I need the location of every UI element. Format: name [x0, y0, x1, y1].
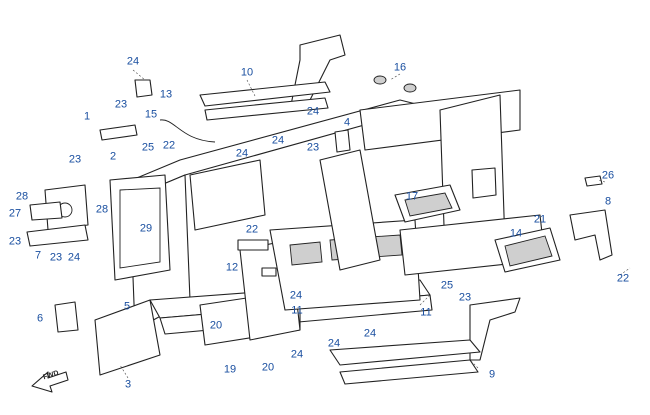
- callout-28[interactable]: 28: [95, 203, 109, 216]
- callout-11[interactable]: 11: [291, 304, 303, 317]
- callout-22[interactable]: 22: [245, 223, 259, 236]
- callout-5[interactable]: 5: [123, 300, 131, 313]
- callout-6[interactable]: 6: [36, 312, 44, 325]
- callout-20[interactable]: 20: [261, 361, 275, 374]
- callout-21[interactable]: 22: [162, 139, 176, 152]
- callout-4[interactable]: 4: [343, 116, 351, 129]
- callout-19[interactable]: 19: [223, 363, 237, 376]
- callout-15[interactable]: 15: [144, 108, 158, 121]
- callout-29[interactable]: 29: [139, 222, 153, 235]
- callout-8[interactable]: 8: [604, 195, 612, 208]
- forward-label: FWD: [42, 369, 60, 382]
- callout-24[interactable]: 24: [363, 327, 377, 340]
- forward-direction-indicator: FWD: [31, 370, 67, 386]
- parts: [26, 34, 613, 385]
- callout-24[interactable]: 24: [67, 251, 81, 264]
- forward-arrow-icon: [31, 371, 69, 393]
- callout-1[interactable]: 1: [83, 110, 91, 123]
- callout-13[interactable]: 13: [159, 88, 173, 101]
- callout-23[interactable]: 23: [8, 235, 22, 248]
- callout-3[interactable]: 3: [124, 378, 132, 391]
- callout-18[interactable]: 17: [405, 190, 419, 203]
- callout-22[interactable]: 21: [533, 213, 547, 226]
- callout-20[interactable]: 20: [209, 319, 223, 332]
- callout-25[interactable]: 25: [141, 141, 155, 154]
- callout-24[interactable]: 24: [235, 147, 249, 160]
- callout-14[interactable]: 11: [420, 306, 432, 319]
- callout-16[interactable]: 14: [509, 227, 523, 240]
- leader-lines: [119, 69, 631, 379]
- callout-12[interactable]: 12: [225, 261, 239, 274]
- main-frame: [94, 89, 546, 376]
- callout-23[interactable]: 23: [114, 98, 128, 111]
- callout-22[interactable]: 22: [616, 272, 630, 285]
- callout-9[interactable]: 9: [488, 368, 496, 381]
- callout-24[interactable]: 24: [126, 55, 140, 68]
- callout-24[interactable]: 24: [290, 348, 304, 361]
- callout-23[interactable]: 23: [49, 251, 63, 264]
- callout-2[interactable]: 2: [109, 150, 117, 163]
- callout-24[interactable]: 24: [306, 105, 320, 118]
- callout-24[interactable]: 24: [289, 289, 303, 302]
- callout-17[interactable]: 16: [393, 61, 407, 74]
- callout-27[interactable]: 27: [8, 207, 22, 220]
- callout-25[interactable]: 25: [440, 279, 454, 292]
- callout-10[interactable]: 10: [240, 66, 254, 79]
- callout-28[interactable]: 28: [15, 190, 29, 203]
- callout-7[interactable]: 7: [34, 249, 42, 262]
- callout-26[interactable]: 26: [601, 169, 615, 182]
- callout-23[interactable]: 23: [458, 291, 472, 304]
- callout-23[interactable]: 23: [68, 153, 82, 166]
- callout-24[interactable]: 24: [327, 337, 341, 350]
- callout-24[interactable]: 24: [271, 134, 285, 147]
- callout-23[interactable]: 23: [306, 141, 320, 154]
